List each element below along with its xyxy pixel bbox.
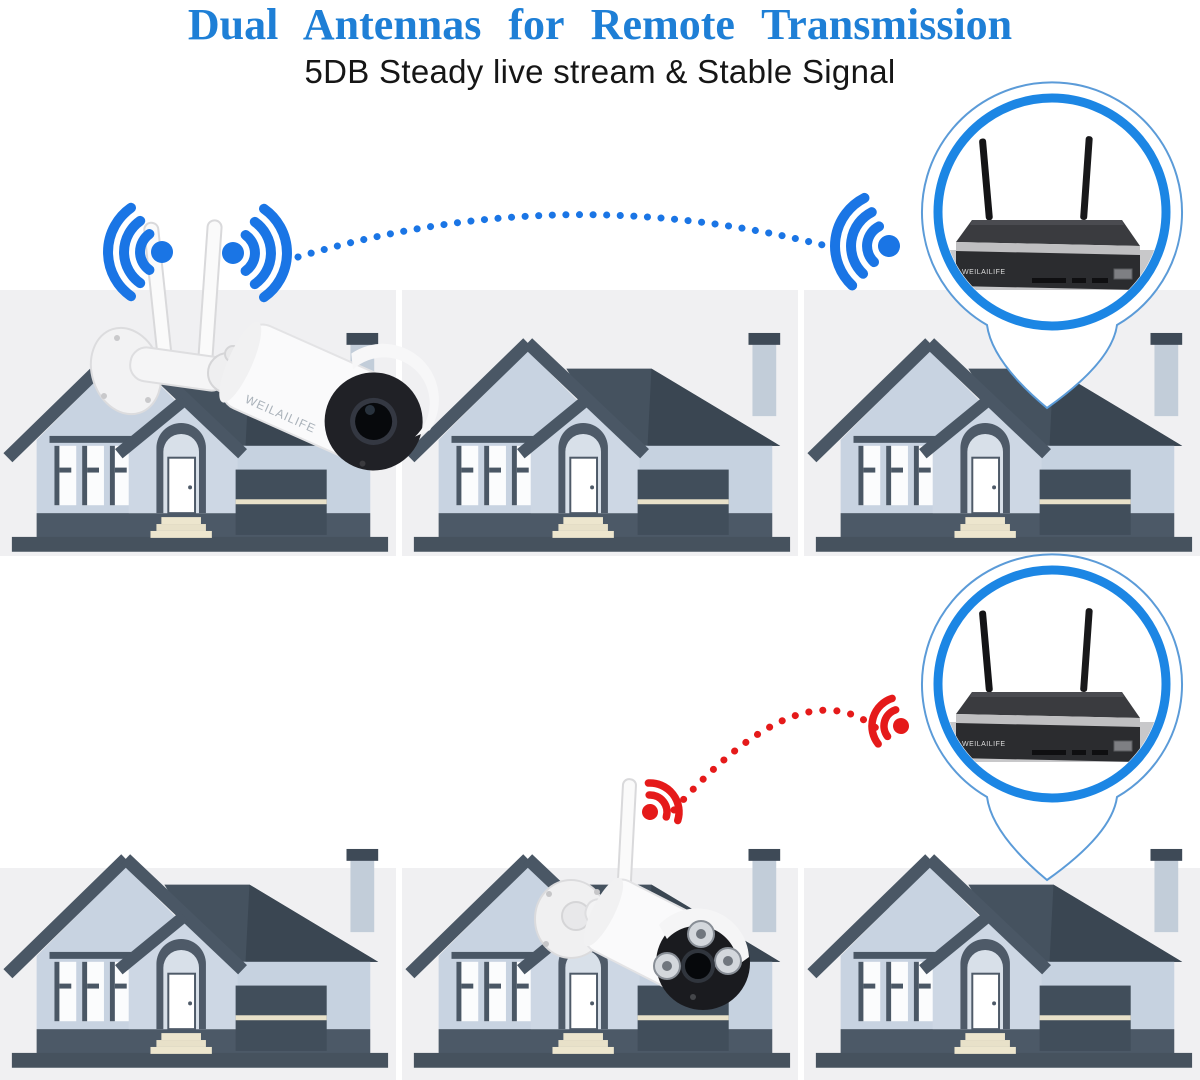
camera-lens (350, 397, 398, 445)
bullet-camera-bottom (534, 778, 750, 1010)
pin-ring (933, 93, 1171, 331)
brand-label: WEILAILIFE (962, 741, 1006, 748)
camera-body: WEILAILIFE (219, 321, 439, 471)
wifi-signal-icon (222, 209, 287, 297)
wifi-signal-icon (108, 208, 173, 296)
page-subtitle: 5DB Steady live stream & Stable Signal (304, 53, 896, 90)
nvr-location-pin-bottom: WEILAILIFE (921, 553, 1183, 882)
brand-label: WEILAILIFE (962, 269, 1006, 276)
camera-front (653, 908, 750, 1010)
bullet-camera-top: WEILAILIFE (89, 219, 439, 471)
wifi-signal-icon (829, 195, 906, 292)
wifi-signal-icon (629, 775, 687, 835)
pin-ring (933, 565, 1171, 803)
wifi-signal-icon (866, 695, 915, 751)
camera-lens (681, 949, 715, 983)
signal-path-red-dotted (670, 706, 880, 814)
nvr-location-pin-top: WEILAILIFE (921, 81, 1183, 410)
page-title: Dual Antennas for Remote Transmission (187, 0, 1013, 49)
signal-path-blue-dotted (294, 211, 846, 261)
